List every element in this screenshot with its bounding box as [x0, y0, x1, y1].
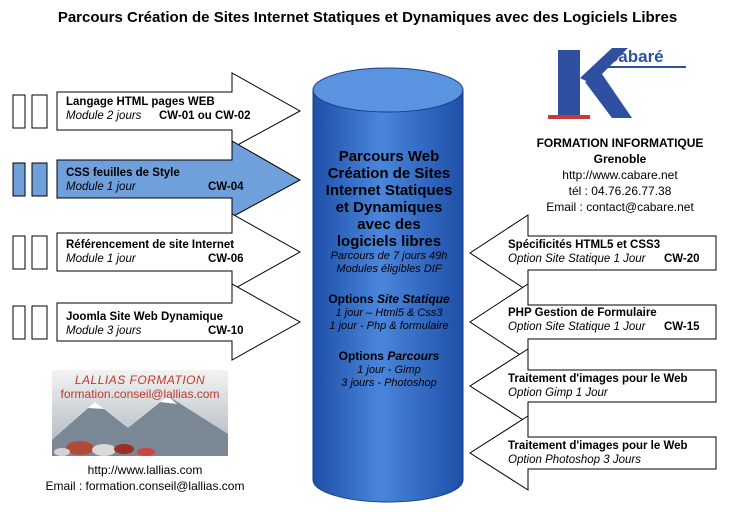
options-parcours-lines: 1 jour - Gimp 3 jours - Photoshop	[314, 364, 464, 390]
module-title: Référencement de site Internet	[66, 239, 235, 251]
module-title: Langage HTML pages WEB	[66, 96, 215, 108]
heading-line: et Dynamiques	[335, 199, 443, 216]
heading-line: Création de Sites	[327, 165, 451, 182]
left-module-4: Joomla Site Web Dynamique Module 3 jours…	[66, 310, 291, 338]
right-option-2: PHP Gestion de Formulaire Option Site St…	[508, 306, 713, 334]
right-option-arrow-3	[469, 348, 717, 424]
central-cylinder	[312, 67, 464, 503]
options-static-heading: Options Site Statique	[328, 292, 450, 306]
cabare-url[interactable]: http://www.cabare.net	[562, 168, 678, 182]
cabare-info: FORMATION INFORMATIQUE Grenoble http://w…	[500, 135, 735, 215]
module-title: Joomla Site Web Dynamique	[66, 311, 223, 323]
option-title: Traitement d'images pour le Web	[508, 373, 688, 385]
page-title: Parcours Création de Sites Internet Stat…	[57, 9, 678, 26]
module-duration: Module 2 jours	[66, 110, 142, 122]
options-static-lines: 1 jour – Html5 & Css3 1 jour - Php & for…	[314, 307, 464, 333]
cylinder-heading: Parcours Web Création de Sites Internet …	[314, 148, 464, 250]
right-option-arrow-1	[469, 214, 717, 292]
lallias-logo-email: formation.conseil@lallias.com	[60, 387, 220, 401]
module-code: CW-01 ou CW-02	[159, 110, 251, 122]
sub-line: Parcours de 7 jours 49h	[330, 250, 448, 262]
cabare-email[interactable]: Email : contact@cabare.net	[546, 200, 694, 214]
right-option-3: Traitement d'images pour le Web Option G…	[508, 372, 713, 400]
cabare-phone: tél : 04.76.26.77.38	[568, 184, 672, 198]
option-line: 3 jours - Photoshop	[341, 377, 437, 389]
module-code: CW-04	[208, 181, 244, 193]
cabare-logo	[548, 48, 686, 119]
heading-line: logiciels libres	[336, 233, 442, 250]
lallias-logo	[52, 370, 228, 456]
left-module-arrow-4	[12, 283, 302, 361]
heading-line: Parcours Web	[338, 148, 440, 165]
module-code: CW-10	[208, 325, 244, 337]
left-module-arrow-1	[12, 72, 302, 149]
heading-line: Internet Statiques	[325, 182, 453, 199]
left-module-2: CSS feuilles de Style Module 1 jour CW-0…	[66, 166, 291, 194]
right-option-4: Traitement d'images pour le Web Option P…	[508, 439, 713, 467]
option-title: Traitement d'images pour le Web	[508, 440, 688, 452]
option-line: 1 jour - Gimp	[357, 364, 421, 376]
cylinder-subtitle: Parcours de 7 jours 49h Modules éligible…	[314, 250, 464, 276]
lallias-email[interactable]: Email : formation.conseil@lallias.com	[45, 479, 245, 493]
option-detail: Option Site Statique 1 Jour	[508, 321, 646, 333]
module-code: CW-06	[208, 253, 244, 265]
lallias-brand: LALLIAS FORMATION	[74, 373, 206, 387]
option-line: 1 jour – Html5 & Css3	[335, 307, 443, 319]
left-module-arrow-3	[12, 213, 302, 291]
module-duration: Module 1 jour	[66, 253, 136, 265]
right-option-arrow-2	[469, 283, 717, 361]
option-detail: Option Site Statique 1 Jour	[508, 253, 646, 265]
module-duration: Module 3 jours	[66, 325, 142, 337]
left-module-arrow-2	[12, 140, 302, 218]
right-option-arrow-4	[469, 415, 717, 491]
option-detail: Option Photoshop 3 Jours	[508, 454, 641, 466]
lallias-url[interactable]: http://www.lallias.com	[87, 463, 203, 477]
cylinder-text: Parcours Web Création de Sites Internet …	[314, 148, 464, 390]
options-parcours-heading: Options Parcours	[338, 349, 440, 363]
left-module-1: Langage HTML pages WEB Module 2 jours CW…	[66, 95, 291, 123]
module-title: CSS feuilles de Style	[66, 167, 180, 179]
heading-line: avec des	[357, 216, 421, 233]
cabare-tagline: FORMATION INFORMATIQUE	[536, 136, 704, 150]
option-detail: Option Gimp 1 Jour	[508, 387, 608, 399]
option-code: CW-15	[664, 321, 700, 333]
cabare-city: Grenoble	[593, 152, 647, 166]
cabare-logo-text: Cabaré	[606, 47, 664, 66]
lallias-logo-text: LALLIAS FORMATION formation.conseil@lall…	[52, 373, 228, 401]
module-duration: Module 1 jour	[66, 181, 136, 193]
option-code: CW-20	[664, 253, 700, 265]
option-title: Spécificités HTML5 et CSS3	[508, 239, 661, 251]
sub-line: Modules éligibles DIF	[336, 263, 442, 275]
right-option-1: Spécificités HTML5 et CSS3 Option Site S…	[508, 238, 713, 266]
lallias-info: http://www.lallias.com Email : formation…	[20, 462, 270, 494]
left-module-3: Référencement de site Internet Module 1 …	[66, 238, 291, 266]
option-title: PHP Gestion de Formulaire	[508, 307, 657, 319]
option-line: 1 jour - Php & formulaire	[329, 320, 449, 332]
